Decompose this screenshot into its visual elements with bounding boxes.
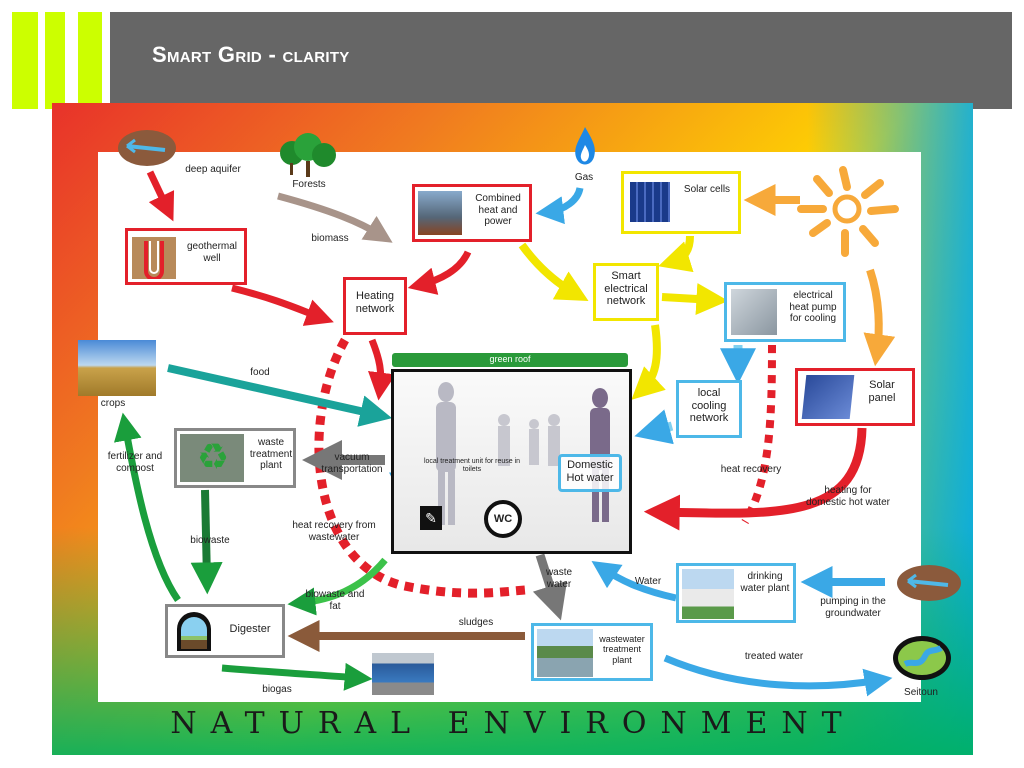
seitoun-icon xyxy=(893,636,951,680)
sludges-label: sludges xyxy=(458,617,494,628)
ww-plant-photo xyxy=(537,629,593,677)
green-roof-bar: green roof xyxy=(392,353,628,367)
biomass-label: biomass xyxy=(311,233,349,244)
local-unit-label: local treatment unit for reuse in toilet… xyxy=(423,458,521,474)
accent-bar-1 xyxy=(12,12,38,109)
tool-icon: ✎ xyxy=(420,506,442,530)
natural-environment-banner: NATURAL ENVIRONMENT xyxy=(170,706,856,741)
heat-recovery-label: heat recovery xyxy=(720,464,782,475)
forests-label: Forests xyxy=(292,179,326,190)
smart-network-box: Smart electrical network xyxy=(593,263,659,321)
solar-panel-photo xyxy=(801,375,855,419)
waste-plant-photo: ♻ xyxy=(180,434,244,482)
sun-icon xyxy=(797,166,899,257)
tree-icon xyxy=(280,133,336,177)
local-cooling-box: local cooling network xyxy=(676,380,742,438)
tram-photo xyxy=(372,653,434,695)
heating-network-box: Heating network xyxy=(343,277,407,335)
food-label: food xyxy=(250,367,270,378)
solar-cells-photo xyxy=(630,182,670,222)
geothermal-photo xyxy=(132,237,176,281)
digester-label: Digester xyxy=(229,623,271,635)
heat-recovery-ww-label: heat recovery from wastewater xyxy=(292,520,376,543)
solar-cells-box: Solar cells xyxy=(621,171,741,234)
waste-plant-label: waste treatment plant xyxy=(249,437,293,471)
biowaste-fat-label: biowaste and fat xyxy=(305,589,365,612)
green-roof-label: green roof xyxy=(489,354,531,364)
heating-network-label: Heating network xyxy=(355,290,395,315)
local-cooling-label: local cooling network xyxy=(689,387,729,425)
slide-title: Smart Grid - clarity xyxy=(152,42,350,67)
water-label: Water xyxy=(634,576,662,587)
ww-plant-box: wastewater treatment plant xyxy=(531,623,653,681)
vacuum-label: vacuum transportation xyxy=(321,452,383,475)
seitoun-label: Seitoun xyxy=(904,687,938,698)
people-figures xyxy=(436,382,610,525)
treated-label: treated water xyxy=(744,651,804,662)
wc-label: WC xyxy=(493,513,513,525)
deep-aquifer-icon xyxy=(118,130,176,166)
deep-aquifer-label: deep aquifer xyxy=(185,164,241,175)
domestic-hot-label: Domestic Hot water xyxy=(566,459,614,484)
digester-icon xyxy=(177,612,211,651)
drinking-plant-photo xyxy=(682,569,734,619)
geothermal-label: geothermal well xyxy=(186,241,238,264)
waste-water-label: waste water xyxy=(545,567,573,590)
accent-bar-2 xyxy=(45,12,65,109)
chp-photo xyxy=(418,191,462,235)
ww-plant-label: wastewater treatment plant xyxy=(599,634,645,665)
crops-photo xyxy=(78,340,156,396)
biogas-label: biogas xyxy=(262,684,292,695)
title-band: Smart Grid - clarity xyxy=(110,12,1012,109)
smart-network-label: Smart electrical network xyxy=(604,270,648,308)
heat-pump-label: electrical heat pump for cooling xyxy=(789,290,837,324)
pumping-label: pumping in the groundwater xyxy=(820,596,886,619)
domestic-hot-box: Domestic Hot water xyxy=(558,454,622,492)
heat-pump-box: electrical heat pump for cooling xyxy=(724,282,846,342)
drinking-plant-label: drinking water plant xyxy=(740,571,790,594)
wc-icon: WC xyxy=(484,500,522,538)
accent-bar-3 xyxy=(78,12,102,109)
geothermal-box: geothermal well xyxy=(125,228,247,285)
fertilizer-label: fertilizer and compost xyxy=(107,451,163,474)
crops-label: crops xyxy=(100,398,126,409)
groundwater-icon xyxy=(897,565,961,601)
building-box: local treatment unit for reuse in toilet… xyxy=(391,369,632,554)
heat-pump-photo xyxy=(731,289,777,335)
heating-dhw-label: heating for domestic hot water xyxy=(806,485,890,508)
biowaste-label: biowaste xyxy=(190,535,230,546)
solar-cells-label: Solar cells xyxy=(683,184,731,195)
waste-plant-box: ♻ waste treatment plant xyxy=(174,428,296,488)
recycle-icon: ♻ xyxy=(196,436,230,477)
chp-label: Combined heat and power xyxy=(475,193,521,227)
digester-box: Digester xyxy=(165,604,285,658)
solar-panel-label: Solar panel xyxy=(868,379,896,404)
gas-label: Gas xyxy=(574,172,594,183)
drinking-plant-box: drinking water plant xyxy=(676,563,796,623)
gas-flame-icon xyxy=(575,127,595,165)
chp-box: Combined heat and power xyxy=(412,184,532,242)
solar-panel-box: Solar panel xyxy=(795,368,915,426)
